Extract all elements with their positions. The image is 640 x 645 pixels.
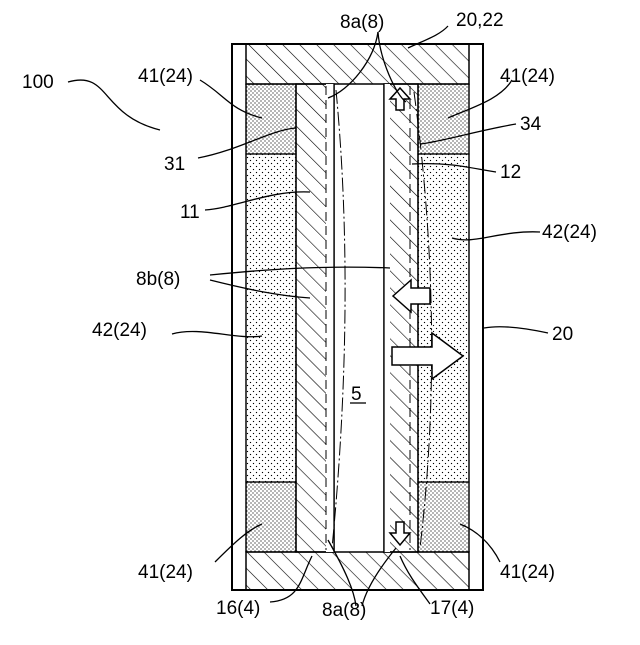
bottom-plate — [246, 552, 469, 590]
label-20: 20 — [552, 324, 573, 345]
electrode-11-face — [326, 84, 334, 552]
left-middle-block-42 — [246, 154, 296, 482]
label-8b: 8b(8) — [136, 269, 180, 290]
label-42-left: 42(24) — [92, 320, 147, 341]
label-42-right: 42(24) — [542, 222, 597, 243]
label-41-bottom-right: 41(24) — [500, 562, 555, 583]
electrode-12-face — [384, 84, 390, 552]
label-16: 16(4) — [216, 598, 260, 619]
label-8a-top: 8a(8) — [340, 12, 384, 33]
label-41-bottom-left: 41(24) — [138, 562, 193, 583]
label-12: 12 — [500, 162, 521, 183]
label-20-22: 20,22 — [456, 10, 504, 31]
label-41-top-left: 41(24) — [138, 66, 193, 87]
top-plate — [246, 44, 469, 84]
label-41-top-right: 41(24) — [500, 66, 555, 87]
label-5: 5 — [351, 384, 362, 405]
left-bottom-block-41 — [246, 482, 296, 552]
left-top-block-41 — [246, 84, 296, 154]
label-8a-bottom: 8a(8) — [322, 600, 366, 621]
label-100: 100 — [22, 72, 54, 93]
label-34: 34 — [520, 114, 542, 135]
label-31: 31 — [164, 154, 185, 175]
label-17: 17(4) — [430, 598, 474, 619]
label-11: 11 — [180, 202, 200, 223]
